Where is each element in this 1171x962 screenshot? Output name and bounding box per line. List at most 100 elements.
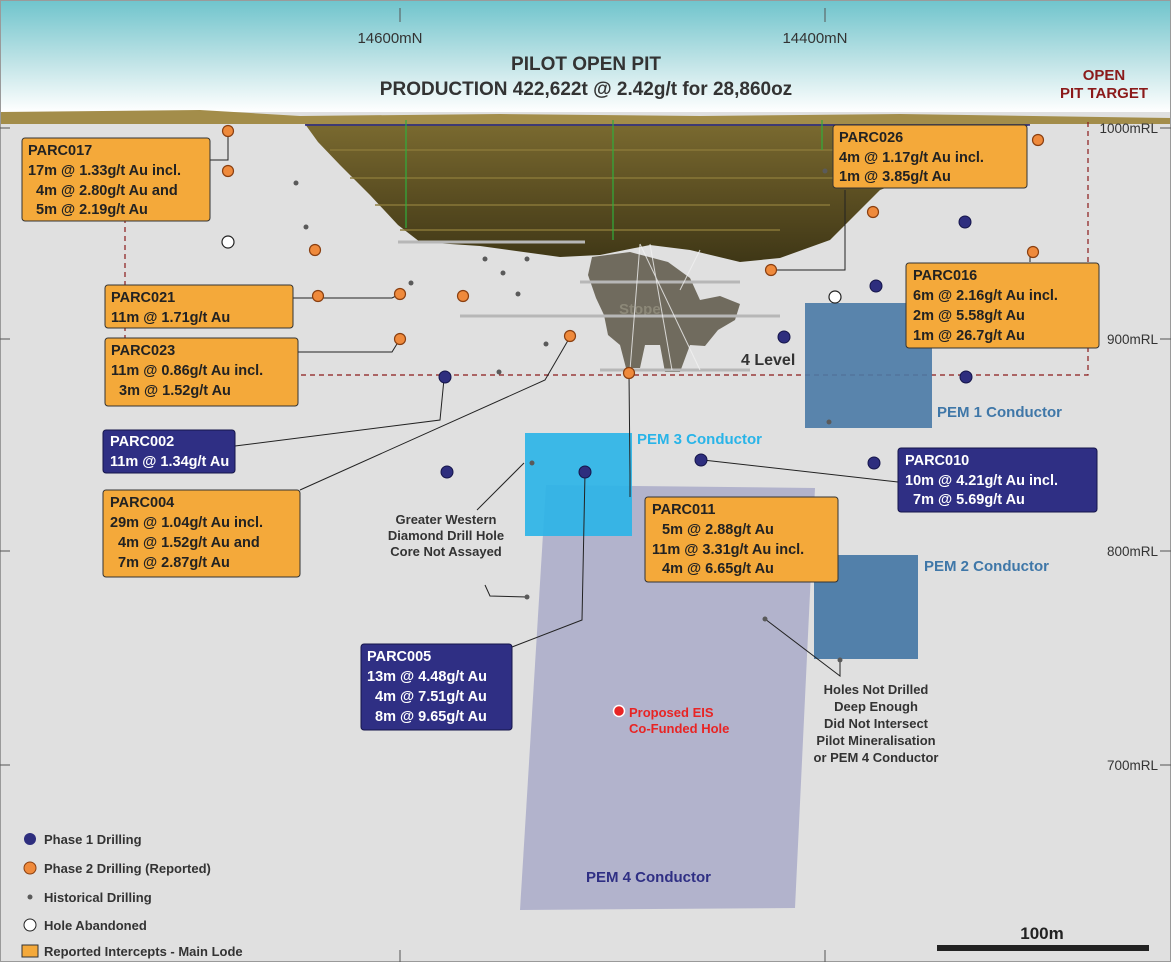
intercept-line: 4m @ 7.51g/t Au — [375, 689, 487, 705]
legend-historical-label: Historical Drilling — [44, 890, 152, 905]
historical-holes — [293, 168, 843, 663]
legend-abandoned-label: Hole Abandoned — [44, 918, 147, 933]
intercept-line: 2m @ 5.58g/t Au — [913, 308, 1025, 324]
note-line: Holes Not Drilled — [824, 682, 929, 697]
stope-label: Stope — [619, 301, 661, 318]
intercept-line: 6m @ 2.16g/t Au incl. — [913, 288, 1058, 304]
intercept-title: PARC017 — [28, 143, 92, 159]
drill-traces — [405, 120, 823, 240]
legend: Phase 1 Drilling Phase 2 Drilling (Repor… — [21, 832, 243, 959]
intercept-title: PARC026 — [839, 130, 903, 146]
leader-lines — [202, 131, 1031, 678]
intercept-line: 4m @ 6.65g/t Au — [662, 561, 774, 577]
pem3-label: PEM 3 Conductor — [637, 431, 762, 448]
note-holes-not-drilled: Holes Not Drilled Deep Enough Did Not In… — [814, 682, 939, 765]
note-line: Greater Western — [396, 512, 497, 527]
intercept-parc017: PARC017 17m @ 1.33g/t Au incl. 4m @ 2.80… — [21, 137, 211, 222]
intercept-title: PARC011 — [652, 502, 715, 518]
pem1-label: PEM 1 Conductor — [937, 404, 1062, 421]
pem4-conductor — [520, 485, 815, 910]
legend-abandoned-icon — [23, 918, 37, 932]
intercept-title: PARC004 — [110, 495, 174, 511]
scale-bar-line — [937, 945, 1149, 951]
open-pit-label-line2: PIT TARGET — [1060, 85, 1148, 102]
intercept-title: PARC023 — [111, 343, 175, 359]
scale-bar-label: 100m — [1020, 924, 1063, 943]
note-line: Core Not Assayed — [390, 544, 502, 559]
intercept-line: 29m @ 1.04g/t Au incl. — [110, 515, 263, 531]
ground-surface — [0, 110, 1171, 126]
proposed-line2: Co-Funded Hole — [629, 721, 729, 736]
intercept-line: 3m @ 1.52g/t Au — [119, 383, 231, 399]
intercept-title: PARC010 — [905, 453, 969, 469]
mine-levels — [398, 240, 780, 372]
pem4-label: PEM 4 Conductor — [586, 869, 711, 886]
elevation-label: 700mRL — [1107, 758, 1159, 773]
legend-intercepts-icon — [21, 944, 39, 958]
intercept-line: 7m @ 5.69g/t Au — [913, 492, 1025, 508]
intercept-title: PARC016 — [913, 268, 977, 284]
proposed-line1: Proposed EIS — [629, 705, 714, 720]
phase2-holes — [221, 124, 1045, 380]
legend-phase1-label: Phase 1 Drilling — [44, 832, 142, 847]
abandoned-holes — [221, 235, 842, 304]
grid-label-right: 14400mN — [782, 30, 847, 47]
grid-label-left: 14600mN — [357, 30, 422, 47]
note-line: Deep Enough — [834, 699, 918, 714]
proposed-hole — [612, 704, 626, 718]
intercept-parc026: PARC026 4m @ 1.17g/t Au incl. 1m @ 3.85g… — [832, 124, 1028, 189]
page-title: PILOT OPEN PIT — [511, 54, 661, 75]
note-line: Diamond Drill Hole — [388, 528, 504, 543]
intercept-line: 5m @ 2.88g/t Au — [662, 522, 774, 538]
intercept-title: PARC021 — [111, 290, 175, 306]
intercept-parc002: PARC002 11m @ 1.34g/t Au — [102, 429, 236, 474]
pem2-label: PEM 2 Conductor — [924, 558, 1049, 575]
intercept-line: 13m @ 4.48g/t Au — [367, 669, 487, 685]
intercept-parc010: PARC010 10m @ 4.21g/t Au incl. 7m @ 5.69… — [897, 447, 1098, 513]
intercept-line: 4m @ 1.52g/t Au and — [118, 535, 260, 551]
legend-phase2-label: Phase 2 Drilling (Reported) — [44, 861, 211, 876]
elevation-labels: 1000mRL 900mRL 800mRL 700mRL — [1099, 121, 1158, 773]
intercept-line: 17m @ 1.33g/t Au incl. — [28, 163, 181, 179]
phase1-holes — [438, 215, 973, 479]
legend-intercepts-label: Reported Intercepts - Main Lode — [44, 944, 243, 959]
intercept-parc005: PARC005 13m @ 4.48g/t Au 4m @ 7.51g/t Au… — [360, 643, 513, 731]
note-line: Did Not Intersect — [824, 716, 929, 731]
note-line: or PEM 4 Conductor — [814, 750, 939, 765]
intercept-line: 11m @ 0.86g/t Au incl. — [111, 363, 263, 379]
intercept-line: 5m @ 2.19g/t Au — [36, 202, 148, 218]
intercept-title: PARC005 — [367, 649, 431, 665]
intercept-line: 1m @ 3.85g/t Au — [839, 169, 951, 185]
elevation-label: 1000mRL — [1099, 121, 1158, 136]
level-label: 4 Level — [741, 352, 795, 369]
pem3-conductor — [525, 433, 632, 536]
intercept-line: 8m @ 9.65g/t Au — [375, 709, 487, 725]
intercept-title: PARC002 — [110, 434, 174, 450]
elevation-label: 900mRL — [1107, 332, 1159, 347]
intercept-parc016: PARC016 6m @ 2.16g/t Au incl. 2m @ 5.58g… — [905, 262, 1100, 349]
intercept-line: 11m @ 3.31g/t Au incl. — [652, 542, 804, 558]
intercept-line: 1m @ 26.7g/t Au — [913, 328, 1025, 344]
intercept-line: 11m @ 1.71g/t Au — [111, 310, 230, 326]
page-subtitle: PRODUCTION 422,622t @ 2.42g/t for 28,860… — [380, 79, 792, 100]
intercept-line: 11m @ 1.34g/t Au — [110, 454, 229, 470]
note-greater-western: Greater Western Diamond Drill Hole Core … — [388, 512, 504, 559]
intercept-line: 7m @ 2.87g/t Au — [118, 555, 230, 571]
legend-phase1-icon — [24, 833, 36, 845]
note-line: Pilot Mineralisation — [816, 733, 935, 748]
intercept-parc004: PARC004 29m @ 1.04g/t Au incl. 4m @ 1.52… — [102, 489, 301, 578]
grid-ticks — [0, 8, 1171, 962]
legend-historical-icon — [27, 894, 33, 900]
intercept-parc023: PARC023 11m @ 0.86g/t Au incl. 3m @ 1.52… — [104, 337, 299, 407]
intercept-line: 10m @ 4.21g/t Au incl. — [905, 473, 1058, 489]
intercept-line: 4m @ 1.17g/t Au incl. — [839, 150, 984, 166]
intercept-parc021: PARC021 11m @ 1.71g/t Au — [104, 284, 294, 329]
open-pit-label-line1: OPEN — [1083, 67, 1126, 84]
legend-phase2-icon — [23, 861, 37, 875]
sky-band — [0, 0, 1171, 112]
intercept-line: 4m @ 2.80g/t Au and — [36, 183, 178, 199]
elevation-label: 800mRL — [1107, 544, 1159, 559]
scale-bar: 100m — [937, 924, 1149, 951]
intercept-parc011: PARC011 5m @ 2.88g/t Au 11m @ 3.31g/t Au… — [644, 496, 839, 583]
